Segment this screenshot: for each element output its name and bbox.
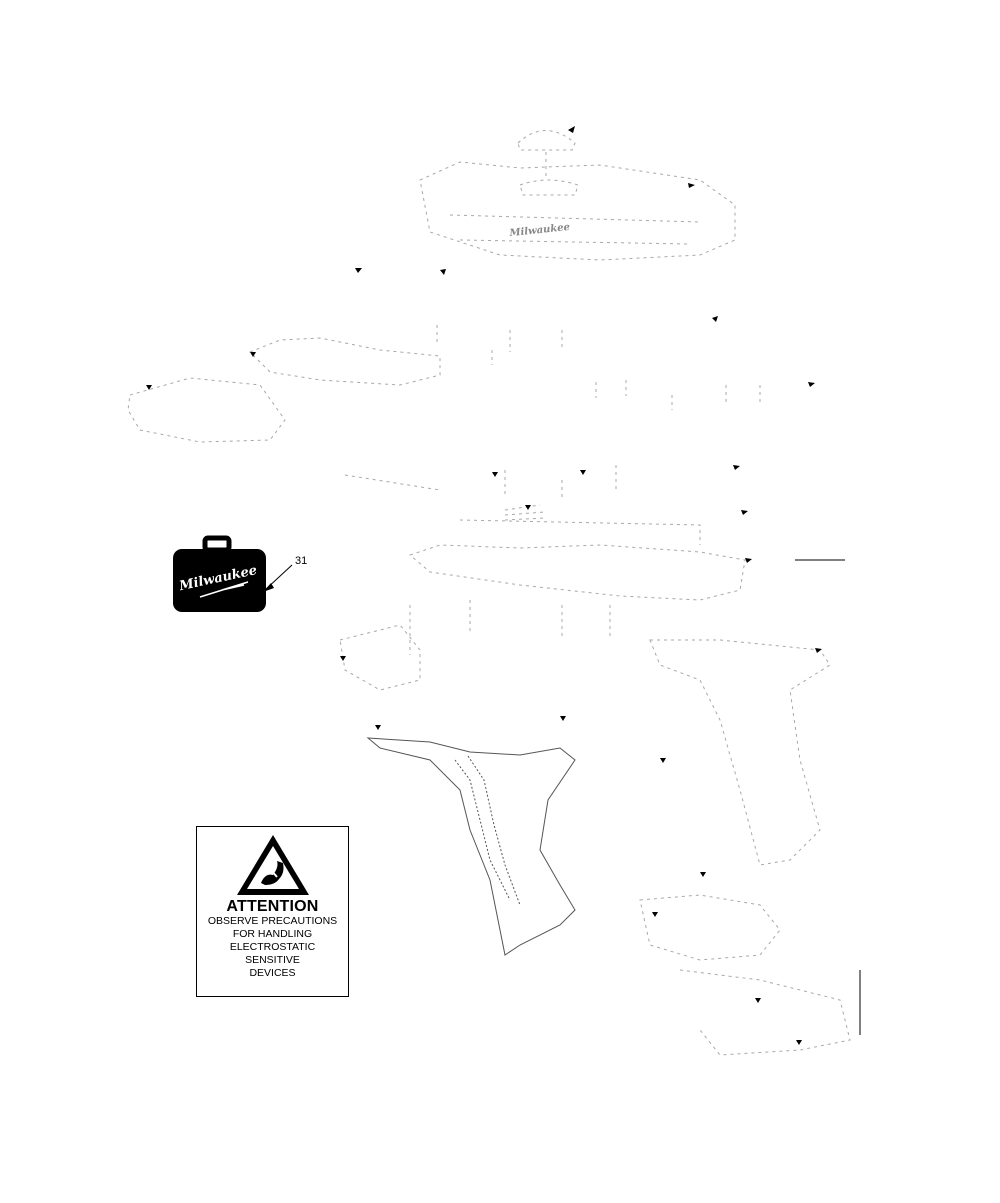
right-handle-part xyxy=(649,639,831,866)
left-handle-part xyxy=(366,737,576,956)
esd-attention-notice: ATTENTION OBSERVE PRECAUTIONS FOR HANDLI… xyxy=(196,826,349,997)
notice-line: ELECTROSTATIC xyxy=(229,941,316,953)
left-arm-part xyxy=(127,337,441,443)
housing-brand: Milwaukee xyxy=(508,222,570,239)
part-arrowheads xyxy=(146,126,822,1045)
carrying-case-illustration xyxy=(173,535,266,612)
lower-bracket-part xyxy=(339,624,421,691)
notice-line: DEVICES xyxy=(249,967,296,979)
upper-housing-part xyxy=(419,161,736,261)
fastener-parts xyxy=(409,325,761,655)
spring-rod-part xyxy=(344,474,546,521)
notice-title: ATTENTION xyxy=(226,898,319,915)
callout-number: 31 xyxy=(295,555,308,567)
esd-warning-icon xyxy=(236,835,309,895)
notice-line: FOR HANDLING xyxy=(232,928,313,940)
notice-line: OBSERVE PRECAUTIONS xyxy=(207,915,338,927)
battery-latch-part xyxy=(639,894,851,1056)
middle-chassis-part xyxy=(409,519,746,601)
notice-line: SENSITIVE xyxy=(245,954,300,966)
top-knob-part xyxy=(517,130,576,180)
